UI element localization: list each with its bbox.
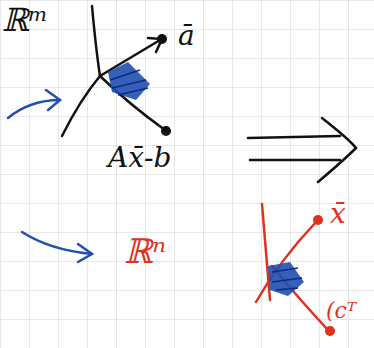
- expression-label: (cᵀ: [326, 300, 356, 322]
- expression-label: Ax̄-b: [108, 144, 171, 172]
- vector-dot: [313, 215, 323, 225]
- implies-arrow: [248, 118, 356, 182]
- black-cone-sketch: [62, 6, 165, 136]
- vector-label: ā: [178, 22, 195, 50]
- shade-strokes: [110, 70, 148, 95]
- vector-dot: [161, 126, 171, 136]
- blue-shaded-cone: [108, 62, 150, 100]
- vector-dot: [325, 326, 335, 336]
- blue-shaded-cone: [268, 262, 304, 296]
- shade-strokes: [272, 268, 302, 290]
- blue-pointer-arrow: [8, 90, 92, 262]
- red-cone-sketch: [256, 204, 328, 330]
- vector-dot: [157, 34, 167, 44]
- space-label: ℝᵐ: [2, 4, 48, 36]
- space-label: ℝⁿ: [124, 234, 166, 268]
- vector-label: x̄: [330, 200, 346, 228]
